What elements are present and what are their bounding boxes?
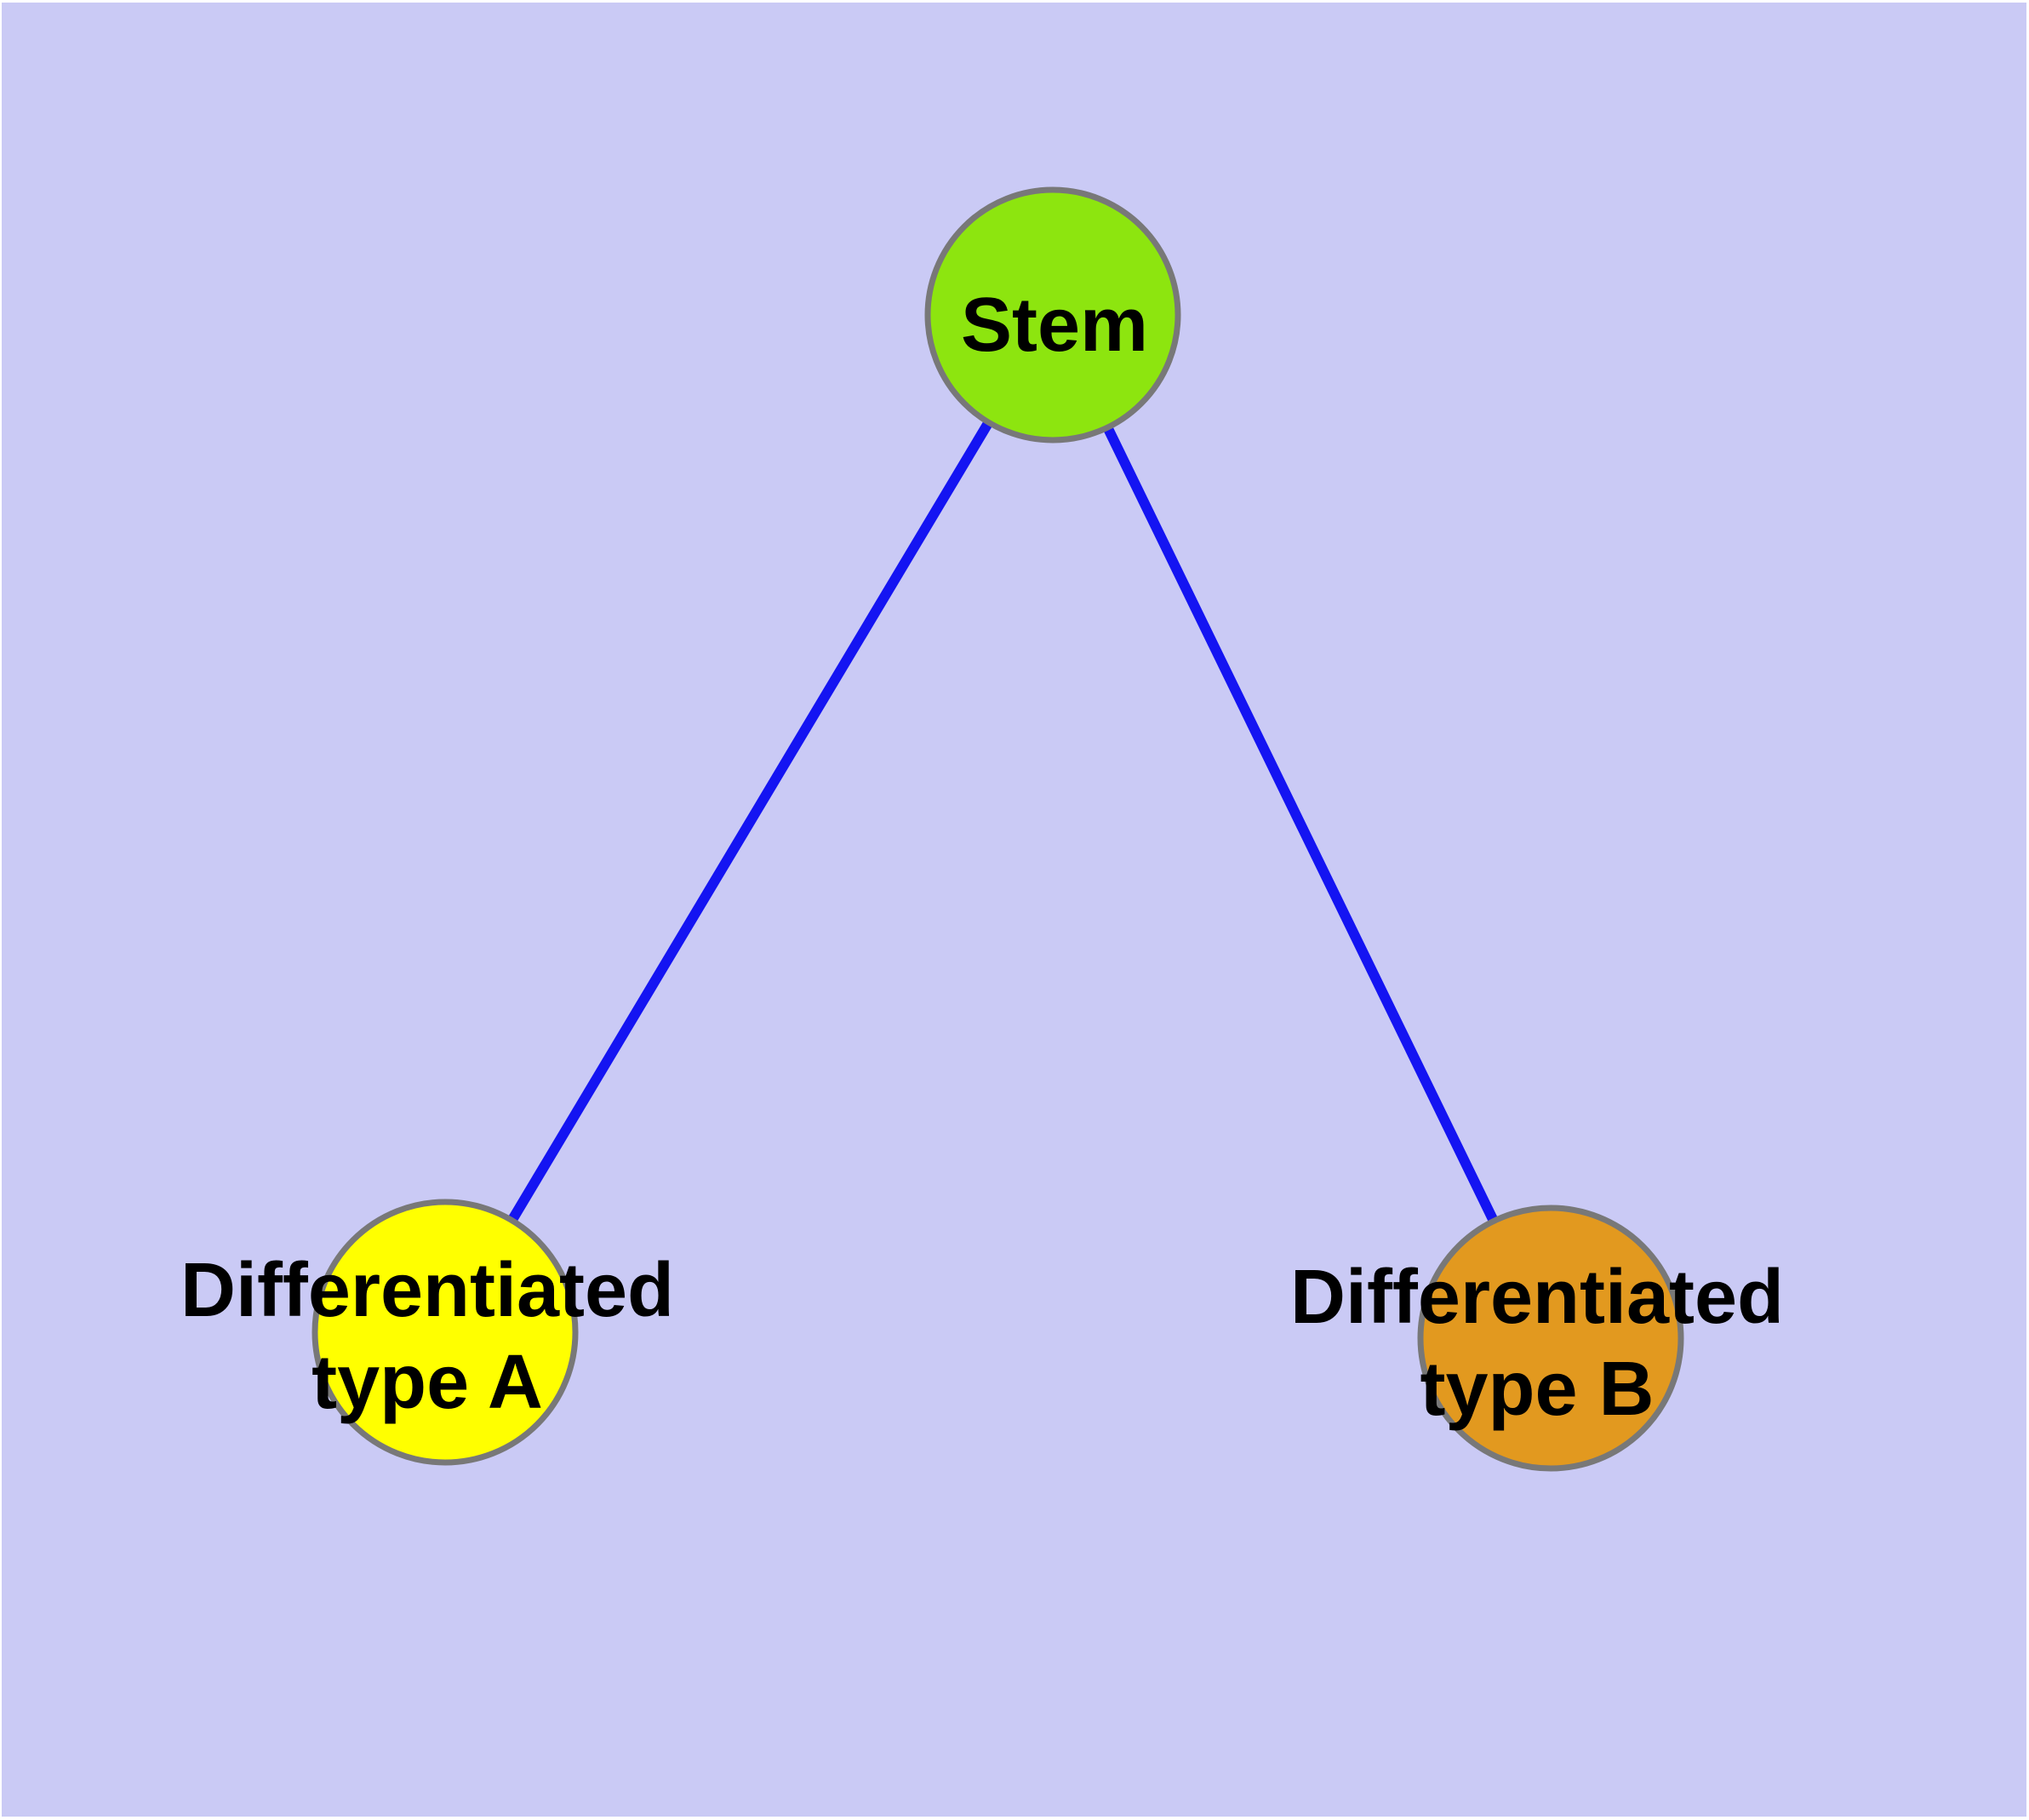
- node-stem-label: Stem: [961, 283, 1148, 368]
- node-type-a-label-line2: type A: [311, 1340, 543, 1425]
- node-type-a-label-line1: Differentiated: [180, 1248, 674, 1333]
- label-group: Stem Differentiated type A Differentiate…: [180, 283, 1784, 1432]
- edge-stem-to-type-a: [440, 312, 1058, 1336]
- edge-stem-to-type-b: [1048, 312, 1556, 1341]
- edge-group: [440, 312, 1556, 1341]
- node-group: [311, 186, 1684, 1472]
- node-differentiated-type-a: [311, 1199, 579, 1466]
- node-differentiated-type-b: [1417, 1205, 1684, 1472]
- node-type-b-label-line1: Differentiated: [1290, 1255, 1784, 1340]
- node-stem: [924, 186, 1181, 444]
- node-type-b-label-line2: type B: [1420, 1347, 1654, 1432]
